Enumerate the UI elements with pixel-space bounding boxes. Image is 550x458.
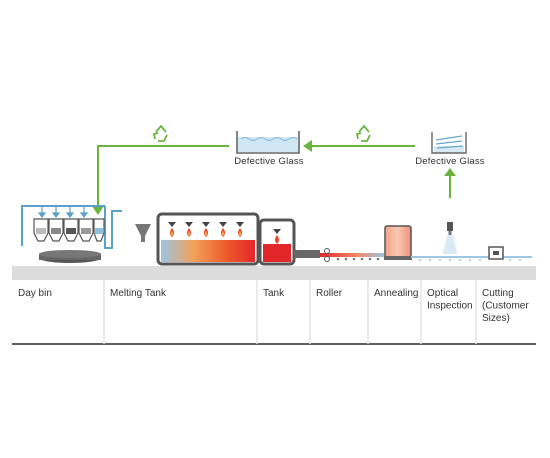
roller-section [320,248,384,262]
stage-label-line: Roller [316,288,343,299]
burner-row [168,222,244,237]
stage-label-line: Sizes) [482,313,510,324]
conveyor-line [411,256,532,261]
defective-glass-bin-icon [236,131,300,154]
stage-label-line: Annealing [374,288,418,299]
optical-inspection-sensor [443,222,457,254]
arrowhead-up [444,168,456,176]
cutting-device [488,246,504,260]
stage-label-line: Melting Tank [110,288,167,299]
defective-glass-label-left: Defective Glass [234,156,304,167]
arrowhead-down [92,206,104,215]
stage-table-band [12,266,536,280]
recycle-icon [355,124,371,142]
stage-label: Annealing [374,288,418,299]
stage-table: Day bin Melting Tank Tank Roller Annealing Op… [12,266,536,345]
recycle-line-left [97,145,229,206]
refining-tank [258,218,320,266]
defective-glass-label-right: Defective Glass [415,156,485,167]
defective-glass-stack-icon [431,132,467,154]
stage-label-line: (Customer [482,301,529,312]
stage-label-line: Cutting [482,288,514,299]
stage-label: Roller [316,288,343,299]
recycle-icon [152,124,168,142]
melting-tank [135,212,260,266]
recycle-feedback [97,145,451,206]
stage-label-line: Tank [263,288,285,299]
stage-label-line: Day bin [18,288,52,299]
stage-label: Tank [263,288,285,299]
stage-label-line: Inspection [427,301,473,312]
day-bin-machine [21,205,122,263]
stage-label: Melting Tank [110,288,167,299]
arrowhead-left-right [303,140,312,152]
annealing-lehr [384,225,412,260]
stage-label: Day bin [18,288,52,299]
stage-label-line: Optical [427,288,458,299]
